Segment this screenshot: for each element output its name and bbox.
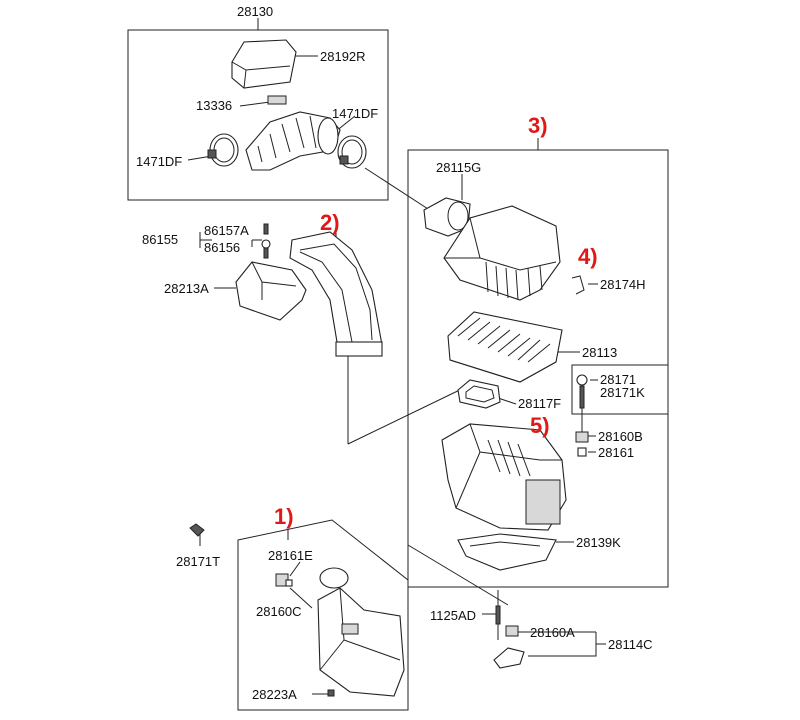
label-86156: 86156 [204,240,240,255]
part-28171T-bolt [189,523,205,537]
label-28160B: 28160B [598,429,643,444]
frame-notch [571,364,668,415]
part-28160A-grommet [505,625,519,637]
frame-resonator [237,519,409,711]
label-28192R: 28192R [320,49,366,64]
label-13336: 13336 [196,98,232,113]
label-28113: 28113 [582,345,617,360]
part-28161E-pin [285,579,293,587]
label-28174H: 28174H [600,277,646,292]
part-1471DF-clamp-left [207,133,239,167]
label-1125AD: 1125AD [430,608,476,623]
part-28161-pin [577,447,587,457]
part-28114C-bracket [493,647,525,669]
label-28171T: 28171T [176,554,220,569]
label-1471DF-left: 1471DF [136,154,182,169]
part-86156-screw [261,223,271,259]
part-13336-clip [267,95,287,105]
part-upper-cover-4 [443,205,561,301]
part-1125AD-bolt [495,605,501,625]
callout-2: 2) [320,210,340,235]
label-28223A: 28223A [252,687,297,702]
label-86155: 86155 [142,232,178,247]
callout-1: 1) [274,504,294,529]
part-28113-filter [447,311,563,383]
label-28160C: 28160C [256,604,302,619]
label-28115G: 28115G [436,160,481,175]
label-28117F: 28117F [518,396,561,411]
part-1471DF-clamp-right [337,135,367,169]
callout-4: 4) [578,244,598,269]
part-resonator [317,567,405,697]
part-28117F-gasket [457,379,501,409]
label-28161: 28161 [598,445,634,460]
part-intake-hose [245,111,341,171]
leader-lines [187,18,606,695]
part-28174H-clip [571,275,585,295]
part-28213A-guide [235,261,307,321]
callout-5: 5) [530,413,550,438]
callout-3: 3) [528,113,548,138]
label-86157A: 86157A [204,223,249,238]
part-28223A-screw [327,689,335,697]
label-28161E: 28161E [268,548,313,563]
label-28160A: 28160A [530,625,575,640]
label-28139K: 28139K [576,535,621,550]
part-28171-bolt [576,374,588,432]
part-28160B-grommet [575,431,589,443]
label-1471DF-right: 1471DF [332,106,378,121]
part-lower-case-5 [441,423,567,531]
part-28192R-cover [231,39,297,89]
label-28213A: 28213A [164,281,209,296]
part-28139K-tray [457,533,557,571]
part-duct-2 [289,231,383,357]
label-28171: 28171 [600,372,636,387]
label-28130: 28130 [237,4,273,19]
label-28114C: 28114C [608,637,653,652]
label-28171K: 28171K [600,385,645,400]
